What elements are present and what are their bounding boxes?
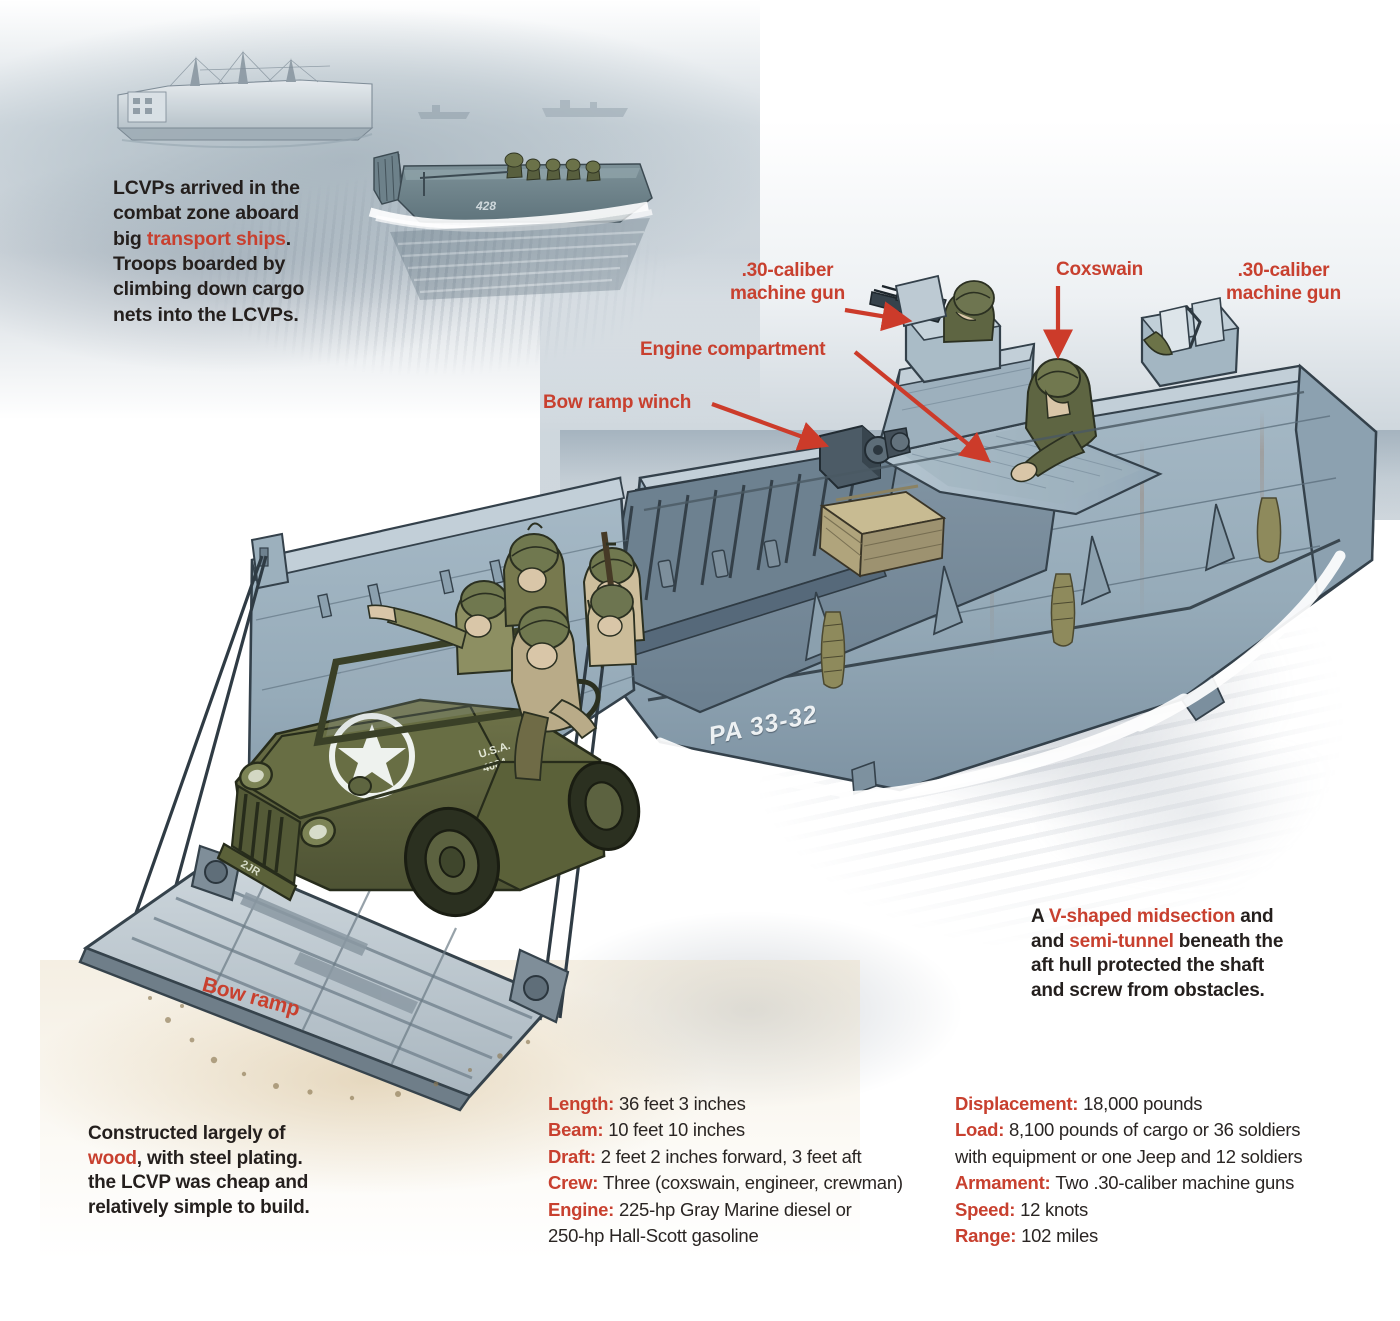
spec-row: Load: 8,100 pounds of cargo or 36 soldie… xyxy=(955,1117,1375,1143)
spec-row: Engine: 225-hp Gray Marine diesel or xyxy=(548,1197,948,1223)
spec-key: Armament: xyxy=(955,1172,1056,1194)
spec-value: 225-hp Gray Marine diesel or xyxy=(618,1198,852,1220)
spec-value: 12 knots xyxy=(1020,1198,1089,1220)
spec-value-continued: with equipment or one Jeep and 12 soldie… xyxy=(955,1145,1303,1167)
rope-fenders xyxy=(820,497,1282,689)
svg-text:428: 428 xyxy=(475,199,496,213)
highlight-transport-ships: transport ships xyxy=(146,227,286,250)
lcvp-reflection xyxy=(390,218,650,300)
machine-gun-tub-right xyxy=(1140,297,1240,388)
caption-transport-ships: LCVPs arrived in the combat zone aboard … xyxy=(113,177,305,326)
bow-ramp-winch xyxy=(819,424,911,490)
distant-transport-ship xyxy=(116,50,374,149)
main-lcvp-hull xyxy=(475,274,1378,810)
spec-key: Engine: xyxy=(548,1198,619,1220)
arrow-bow-ramp-winch xyxy=(711,402,830,451)
label-bow-ramp-winch: Bow ramp winch xyxy=(543,392,692,413)
spec-key: Load: xyxy=(955,1119,1009,1141)
spec-value: 10 feet 10 inches xyxy=(608,1119,745,1141)
sand-splash xyxy=(148,996,531,1101)
surf-foam-edges xyxy=(655,550,1346,805)
highlight-v-shaped-midsection: V-shaped midsection xyxy=(1048,906,1236,927)
spec-value-continued: 250-hp Hall-Scott gasoline xyxy=(548,1225,759,1247)
gunner-figure xyxy=(943,280,995,343)
spec-row: Armament: Two .30-caliber machine guns xyxy=(955,1170,1375,1196)
spec-value: 102 miles xyxy=(1021,1225,1099,1247)
spec-key: Speed: xyxy=(955,1198,1021,1220)
small-lcvp-underway: 428 xyxy=(368,151,653,232)
arrow-machine-gun-left xyxy=(844,301,913,332)
spec-value: 18,000 pounds xyxy=(1083,1093,1203,1114)
spec-row: Speed: 12 knots xyxy=(955,1197,1375,1223)
soldier-center xyxy=(502,522,570,628)
spec-value: Three (coxswain, engineer, crewman) xyxy=(603,1172,903,1194)
spec-row: Beam: 10 feet 10 inches xyxy=(548,1117,948,1143)
caption-wood-construction: Constructed largely of wood, with steel … xyxy=(88,1123,310,1219)
spec-value: Two .30-caliber machine guns xyxy=(1055,1172,1295,1194)
highlight-semi-tunnel: semi-tunnel xyxy=(1069,930,1174,952)
spec-row: Range: 102 miles xyxy=(955,1223,1375,1249)
spec-row: Draft: 2 feet 2 inches forward, 3 feet a… xyxy=(548,1144,948,1170)
spec-key: Length: xyxy=(548,1093,619,1114)
deck-cleats xyxy=(657,539,781,589)
label-coxswain: Coxswain xyxy=(1056,259,1144,280)
spec-key: Range: xyxy=(955,1225,1022,1247)
spec-value: 2 feet 2 inches forward, 3 feet aft xyxy=(600,1145,862,1167)
soldier-well-b xyxy=(587,584,637,667)
machine-gun-tub-left xyxy=(869,274,1002,384)
arrow-engine-compartment xyxy=(853,350,991,463)
jeep-wheel-rear xyxy=(567,761,641,851)
cargo-crate xyxy=(819,484,947,578)
caption-v-shaped-midsection: A V-shaped midsection and and semi-tunne… xyxy=(1031,906,1284,1002)
spec-value: 36 feet 3 inches xyxy=(618,1093,746,1114)
spec-value: 8,100 pounds of cargo or 36 soldiers xyxy=(1009,1119,1301,1141)
soldier-driver xyxy=(511,606,598,781)
jeep-wheel-front xyxy=(403,806,501,918)
us-army-star xyxy=(329,713,415,799)
spec-row: Length: 36 feet 3 inches xyxy=(548,1091,948,1117)
bow-ramp xyxy=(78,844,570,1112)
spec-key: Crew: xyxy=(548,1172,604,1194)
spec-row: Crew: Three (coxswain, engineer, crewman… xyxy=(548,1170,948,1196)
soldier-group xyxy=(367,522,646,781)
far-ships-silhouettes xyxy=(418,100,628,119)
spec-row: Displacement: 18,000 pounds xyxy=(955,1091,1375,1117)
spec-key: Draft: xyxy=(548,1145,601,1167)
spec-key: Beam: xyxy=(548,1119,609,1141)
label-machine-gun-left: .30-caliber machine gun xyxy=(730,260,845,305)
label-machine-gun-right: .30-caliber machine gun xyxy=(1226,260,1341,305)
label-engine-compartment: Engine compartment xyxy=(640,339,826,360)
highlight-wood: wood xyxy=(88,1147,137,1169)
spec-key: Displacement: xyxy=(955,1093,1084,1114)
